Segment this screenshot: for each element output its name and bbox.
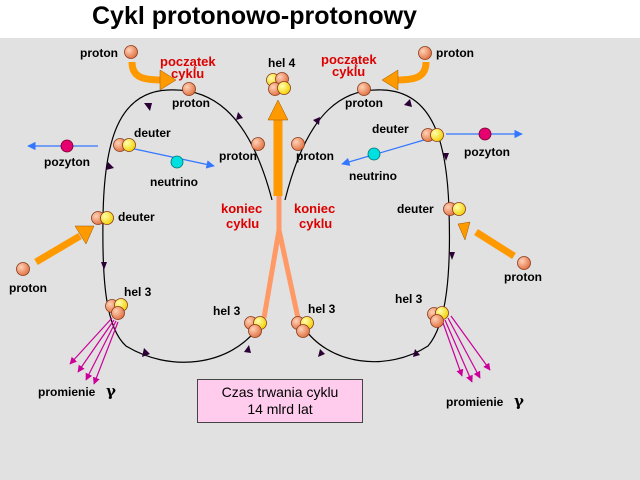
label-proton: proton xyxy=(219,149,257,163)
label-cycle-start-right: cyklu xyxy=(332,64,365,79)
label-hel3: hel 3 xyxy=(395,292,423,306)
helium3-particle xyxy=(430,314,444,328)
helium3-merge-left xyxy=(261,229,282,319)
label-neutrino: neutrino xyxy=(349,169,397,183)
label-promienie: promienie xyxy=(446,395,504,409)
label-hel3: hel 3 xyxy=(124,285,152,299)
cycle-duration-box: Czas trwania cyklu 14 mlrd lat xyxy=(197,379,363,423)
proton-particle xyxy=(357,82,371,96)
left-cycle-loop xyxy=(102,89,273,363)
label-proton: proton xyxy=(436,46,474,60)
label-cycle-start-right: początek xyxy=(321,52,377,67)
proton-particle xyxy=(291,137,305,151)
label-promienie: promienie xyxy=(38,385,96,399)
gamma-rays-left xyxy=(69,317,119,385)
proton-in-arrowhead-left-top xyxy=(159,69,177,91)
label-proton: proton xyxy=(345,96,383,110)
label-gamma: γ xyxy=(106,382,116,400)
positron-particle xyxy=(60,139,74,153)
proton-in-arrow-left-top xyxy=(128,61,163,84)
deuteron-neutron xyxy=(452,202,466,216)
label-neutrino: neutrino xyxy=(150,175,198,189)
label-deuter: deuter xyxy=(118,210,155,224)
orange-arrows xyxy=(34,61,516,319)
helium3-particle xyxy=(296,324,310,338)
label-pozyton: pozyton xyxy=(464,145,510,159)
proton-particle xyxy=(182,82,196,96)
proton-in-arrow-right-top xyxy=(395,61,430,84)
gamma-rays-right xyxy=(441,315,491,383)
label-cycle-end-right: cyklu xyxy=(299,216,332,231)
helium4-particle xyxy=(277,81,291,95)
helium4-out-arrowhead xyxy=(267,99,289,121)
deuteron-neutron xyxy=(430,128,444,142)
helium3-particle xyxy=(248,324,262,338)
helium3-particle xyxy=(111,306,125,320)
proton-in-arrow-left-mid xyxy=(34,232,82,266)
label-cycle-end-left: cyklu xyxy=(226,216,259,231)
label-proton: proton xyxy=(9,281,47,295)
particles xyxy=(16,45,531,338)
left-loop-direction-arrows xyxy=(101,103,251,357)
label-hel3: hel 3 xyxy=(308,302,336,316)
label-cycle-start-left: cyklu xyxy=(171,66,204,81)
label-cycle-end-left: koniec xyxy=(221,201,262,216)
label-proton: proton xyxy=(504,270,542,284)
helium3-merge-right xyxy=(276,229,301,319)
label-deuter: deuter xyxy=(397,202,434,216)
neutrino-arrow-right xyxy=(341,139,425,166)
label-proton: proton xyxy=(80,46,118,60)
positron-particle xyxy=(478,127,492,141)
cycle-duration-value: 14 mlrd lat xyxy=(247,401,313,417)
proton-in-arrowhead-right-top xyxy=(381,69,399,91)
proton-particle xyxy=(251,137,265,151)
label-deuter: deuter xyxy=(134,126,171,140)
neutrino-arrow-left xyxy=(129,147,215,169)
label-proton: proton xyxy=(172,96,210,110)
proton-in-arrowhead-left-mid xyxy=(74,225,95,245)
cycle-duration-label: Czas trwania cyklu xyxy=(221,384,339,400)
label-cycle-end-right: koniec xyxy=(294,201,335,216)
label-pozyton: pozyton xyxy=(44,155,90,169)
deuteron-neutron xyxy=(122,138,136,152)
proton-in-arrowhead-right-mid xyxy=(457,221,471,241)
label-deuter: deuter xyxy=(372,122,409,136)
label-cycle-start-left: początek xyxy=(160,54,216,69)
page-title: Cykl protonowo-protonowy xyxy=(92,2,417,30)
right-loop-direction-arrows xyxy=(313,99,455,357)
label-hel3: hel 3 xyxy=(213,304,241,318)
deuteron-neutron xyxy=(100,211,114,225)
label-proton: proton xyxy=(296,149,334,163)
proton-particle xyxy=(418,46,432,60)
proton-particle xyxy=(124,45,138,59)
proton-particle xyxy=(517,256,531,270)
neutrino-particle xyxy=(170,155,184,169)
label-gamma: γ xyxy=(514,392,524,410)
labels: proton proton proton proton proton proto… xyxy=(9,46,542,410)
neutrino-particle xyxy=(367,147,381,161)
proton-in-arrow-right-mid xyxy=(474,229,516,259)
label-hel4: hel 4 xyxy=(268,56,296,70)
proton-particle xyxy=(16,262,30,276)
